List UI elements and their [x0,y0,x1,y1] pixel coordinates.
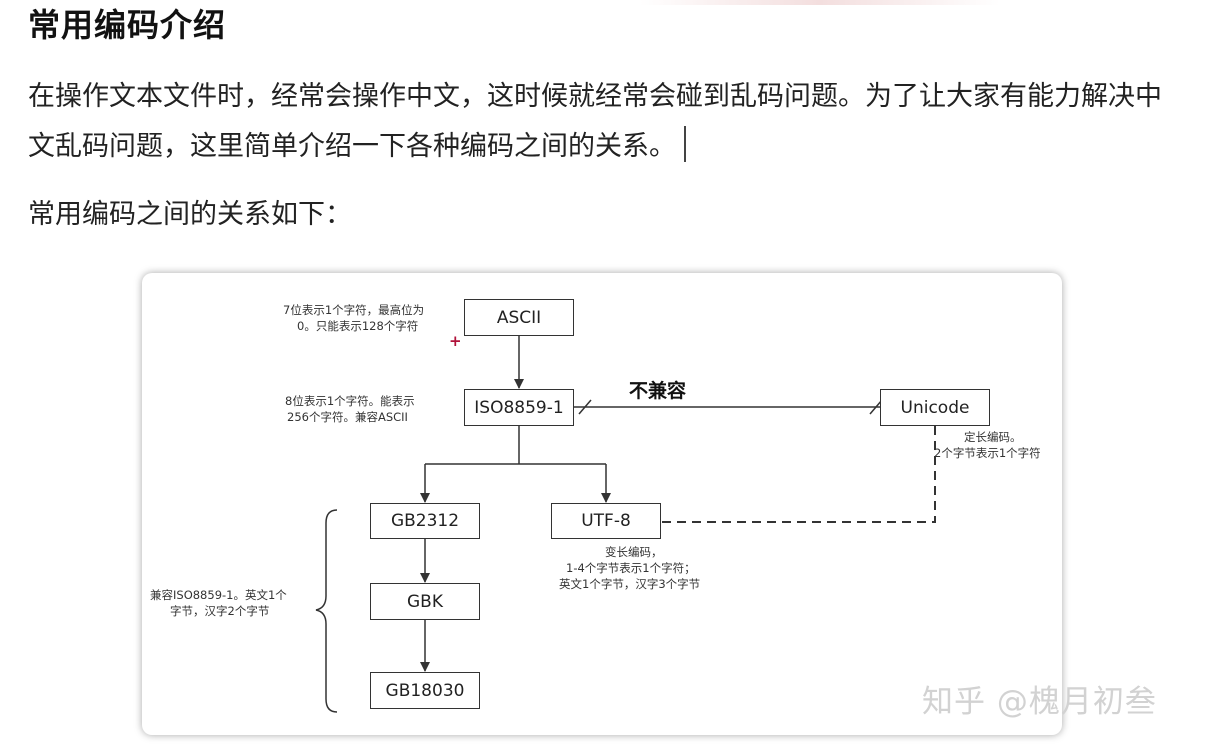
node-gb2312: GB2312 [370,503,480,539]
unicode-note-line1: 定长编码。 [964,430,1022,444]
dashed-unicode-to-utf8 [660,426,936,523]
gb-family-brace [315,509,338,713]
zhihu-watermark: 知乎 @槐月初叁 [922,684,1157,720]
intro-text: 在操作文本文件时，经常会操作中文，这时候就经常会碰到乱码问题。为了让大家有能力解… [28,81,1162,162]
section-heading: 常用编码介绍 [28,6,227,44]
top-decoration [640,0,1000,5]
utf8-note-line3: 英文1个字节，汉字3个字节 [559,577,701,591]
utf8-note-line1: 变长编码， [605,545,663,559]
ascii-note-line1: 7位表示1个字符，最高位为 [283,303,425,317]
node-utf8: UTF-8 [551,503,661,539]
node-iso8859-1: ISO8859-1 [464,389,574,426]
incompatible-label: 不兼容 [629,380,687,402]
node-gb18030: GB18030 [370,672,480,709]
text-cursor [684,126,686,162]
node-unicode: Unicode [880,389,990,426]
gb-note-line2: 字节，汉字2个字节 [170,604,270,618]
intro-paragraph: 在操作文本文件时，经常会操作中文，这时候就经常会碰到乱码问题。为了让大家有能力解… [28,72,1188,172]
iso-note-line1: 8位表示1个字符。能表示 [285,394,415,408]
plus-marker: + [449,332,462,350]
node-ascii: ASCII [464,299,574,336]
iso-note-line2: 256个字符。兼容ASCII [287,410,408,424]
node-gbk: GBK [370,583,480,620]
gb-note-line1: 兼容ISO8859-1。英文1个 [150,588,287,602]
lead-paragraph: 常用编码之间的关系如下： [28,199,352,230]
encoding-diagram: + ASCII ISO8859-1 Unicode GB2312 UTF-8 G… [142,273,1062,735]
break-tick-left [578,399,592,415]
utf8-note-line2: 1-4个字节表示1个字符； [566,561,696,575]
unicode-note-line2: 2个字节表示1个字符 [934,446,1041,460]
diagram-connectors [315,335,936,713]
ascii-note-line2: 0。只能表示128个字符 [297,319,419,333]
